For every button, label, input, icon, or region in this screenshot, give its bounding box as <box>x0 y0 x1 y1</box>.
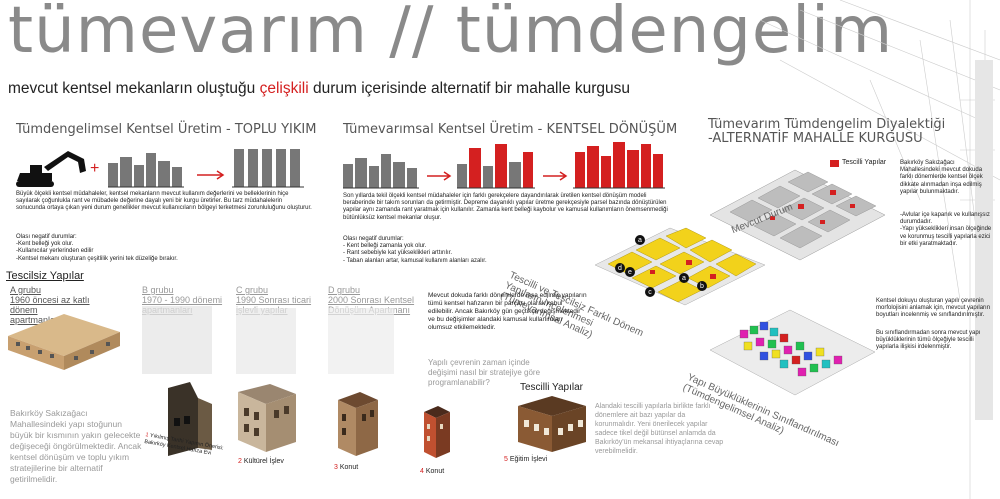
group-title: B grubu <box>142 285 174 295</box>
mevcut-durum-map <box>709 169 886 261</box>
section3-text2: -Avlular içe kapanık ve kullanışsız duru… <box>900 212 992 247</box>
legend-label: Tescilli Yapılar <box>842 159 887 166</box>
neg-item: -Kent belleği yok olur. <box>16 241 74 248</box>
neg-item: - Taban alanları artar, kamusal kullanım… <box>343 257 487 264</box>
group-title: A grubu <box>10 285 42 295</box>
neg-title: Olası negatif durumlar: <box>343 236 404 242</box>
plus-icon: + <box>90 160 99 177</box>
subtitle-part: durum içerisinde alternatif bir mahalle … <box>308 80 631 97</box>
yapi-buyukluk-map <box>709 309 876 396</box>
marker-label: e <box>628 269 632 276</box>
label-num: 4 <box>420 468 424 475</box>
label-text: Konut <box>339 464 359 471</box>
tescilsiz-heading: Tescilsiz Yapılar <box>6 270 84 282</box>
tescilli-left-text: Bakırköy Sakızağacı Mahallesindeki yapı … <box>10 408 142 484</box>
tescilli-building-3 <box>338 392 378 456</box>
tescilli-heading: Tescilli Yapılar <box>520 382 583 393</box>
tescilli-building-4 <box>424 406 450 458</box>
arrow-icon <box>543 171 568 181</box>
neg-item: - Kent belleği zamanla yok olur. <box>343 243 427 250</box>
building-b-image <box>142 306 212 374</box>
arrow-icon <box>427 171 452 181</box>
subtitle-emphasis: çelişkili <box>259 80 309 97</box>
tescilli-label-5: 5 Eğitim İşlevi <box>504 456 547 463</box>
section3-heading-line2: -ALTERNATİF MAHALLE KURGUSU <box>708 131 923 146</box>
marker-label: a <box>638 237 642 244</box>
section1-text: Büyük ölçekli kentsel müdahaleler, kents… <box>16 191 312 212</box>
tescilsiz-question: Yapılı çevrenin zaman içinde değişimi na… <box>428 358 541 387</box>
section3-text1: Bakırköy Sakızağacı Mahallesindeki mevcu… <box>900 160 983 195</box>
tescil-analysis-map: a a b c d e <box>594 227 766 306</box>
neg-item: -Kullanıcılar yerlerinden edilir <box>16 248 94 255</box>
label-num: 2 <box>238 458 242 465</box>
section3-text3: Kentsel dokuyu oluşturan yapılı çevrenin… <box>876 298 991 319</box>
tescilli-building-2 <box>238 384 296 452</box>
section3-text4: Bu sınıflandırmadan sonra mevcut yapı bü… <box>876 330 981 351</box>
label-text: Kültürel İşlev <box>243 458 284 465</box>
tescilli-building-5 <box>518 396 586 452</box>
tescilli-label-4: 4 Konut <box>420 468 444 475</box>
neg-item: - Rant sebebiyle kat yükseklikleri arttı… <box>343 250 453 257</box>
tescilli-label-3: 3 Konut <box>334 464 358 471</box>
group-title: C grubu <box>236 285 269 295</box>
legend-swatch <box>830 160 839 167</box>
marker-label: b <box>700 283 704 290</box>
section3-heading-line1: Tümevarım Tümdengelim Diyalektiği <box>708 117 946 132</box>
tescilli-building-1 <box>168 382 212 456</box>
tescilli-label-2: 2 Kültürel İşlev <box>238 458 284 465</box>
arrow-icon <box>197 170 225 180</box>
label-num: 5 <box>504 456 508 463</box>
sketch-lines <box>759 0 1000 499</box>
tescilli-right-text: Alandaki tescilli yapılarla birlikte far… <box>595 403 724 455</box>
building-d-image <box>328 308 394 374</box>
marker-label: a <box>682 275 686 282</box>
label-text: Eğitim İşlevi <box>509 456 548 463</box>
building-c-image <box>236 308 296 374</box>
subtitle-part: mevcut kentsel mekanların oluştuğu <box>8 80 260 97</box>
marker-label: c <box>648 289 652 296</box>
building-a-image <box>8 314 120 370</box>
section2-heading: Tümevarımsal Kentsel Üretim - KENTSEL DÖ… <box>343 122 678 137</box>
tescilsiz-note: Mevcut dokuda farklı dönemlerde inşa edi… <box>428 292 587 331</box>
label-num: 1 <box>144 432 150 439</box>
group-title: D grubu <box>328 285 361 295</box>
page-subtitle: mevcut kentsel mekanların oluştuğu çeliş… <box>8 80 630 98</box>
group-desc: 1960 öncesi az katlı dönem apartmanları <box>10 295 90 325</box>
kentsel-donusum-diagram <box>343 142 665 189</box>
section1-negatives: Olası negatif durumlar: -Kent belleği yo… <box>16 234 312 263</box>
page-title: tümevarım // tümdengelim <box>8 0 894 68</box>
section2-negatives: Olası negatif durumlar: - Kent belleği z… <box>343 236 643 265</box>
section3-heading: Tümevarım Tümdengelim Diyalektiği -ALTER… <box>708 118 945 146</box>
section2-text: Son yıllarda tekil ölçekli kentsel müdah… <box>343 193 668 221</box>
marker-label: d <box>618 265 622 272</box>
section1-heading: Tümdengelimsel Kentsel Üretim - TOPLU YI… <box>16 122 317 137</box>
neg-item: -Kentsel mekanı oluşturan çeşitlilik yer… <box>16 255 178 262</box>
label-text: Konut <box>425 468 445 475</box>
excavator-icon <box>16 151 86 187</box>
neg-title: Olası negatif durumlar: <box>16 234 77 240</box>
toplu-yikim-diagram: + <box>16 149 304 188</box>
group-a: A grubu 1960 öncesi az katlı dönem apart… <box>10 285 90 325</box>
label-num: 3 <box>334 464 338 471</box>
